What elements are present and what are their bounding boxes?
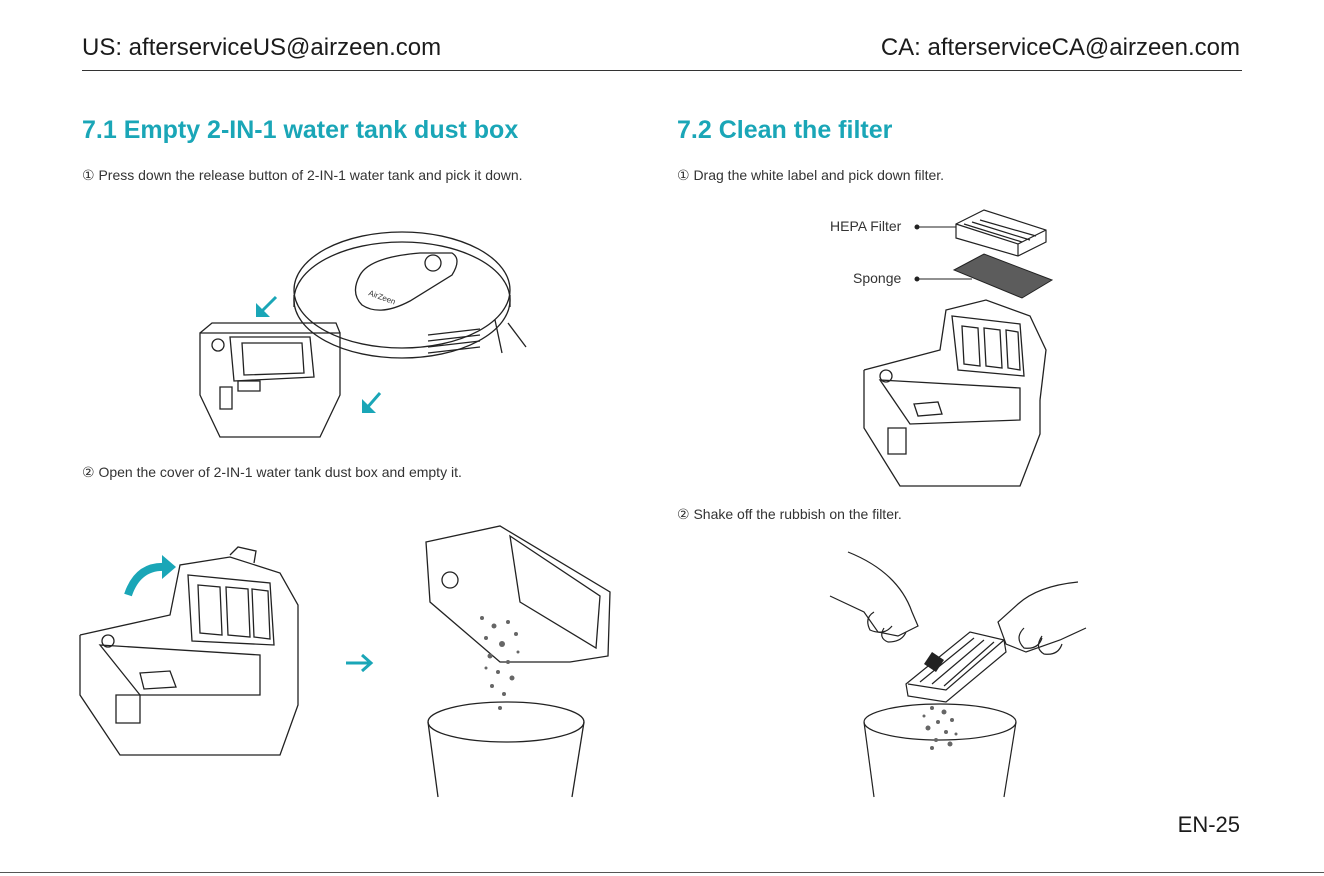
robot-brand-text: AirZeen <box>367 288 396 306</box>
robot-tank-removal-illustration: AirZeen <box>199 231 527 438</box>
header-divider <box>82 70 1242 71</box>
white-label-tab <box>924 652 944 672</box>
hepa-filter-part <box>955 209 1047 257</box>
section-title-clean-filter: 7.2 Clean the filter <box>677 116 893 144</box>
page-number: EN-25 <box>1177 812 1240 837</box>
arrow-down-left-icon <box>256 295 278 317</box>
hepa-filter-label: HEPA Filter <box>830 218 902 234</box>
section-title-empty-tank: 7.1 Empty 2-IN-1 water tank dust box <box>82 116 519 144</box>
us-contact: US: afterserviceUS@airzeen.com <box>82 34 442 61</box>
step-1-remove-filter: ① Drag the white label and pick down fil… <box>677 167 945 183</box>
sponge-part <box>952 253 1054 299</box>
curved-arrow-icon <box>124 562 167 597</box>
bottom-divider <box>0 872 1324 873</box>
open-tank-cover-illustration <box>79 546 299 756</box>
step-1-release-tank: ① Press down the release button of 2-IN-… <box>82 167 523 183</box>
step-2-shake-filter: ② Shake off the rubbish on the filter. <box>677 506 902 522</box>
step-2-empty-tank: ② Open the cover of 2-IN-1 water tank du… <box>82 464 462 480</box>
empty-into-bin-illustration <box>425 525 611 798</box>
ca-contact: CA: afterserviceCA@airzeen.com <box>880 34 1240 61</box>
arrow-right-icon <box>346 653 374 673</box>
curved-arrow-head-icon <box>162 555 176 579</box>
shake-filter-illustration <box>829 551 1087 798</box>
arrow-down-left-icon <box>362 392 382 413</box>
filter-removal-illustration <box>863 209 1054 487</box>
sponge-label: Sponge <box>853 270 902 286</box>
